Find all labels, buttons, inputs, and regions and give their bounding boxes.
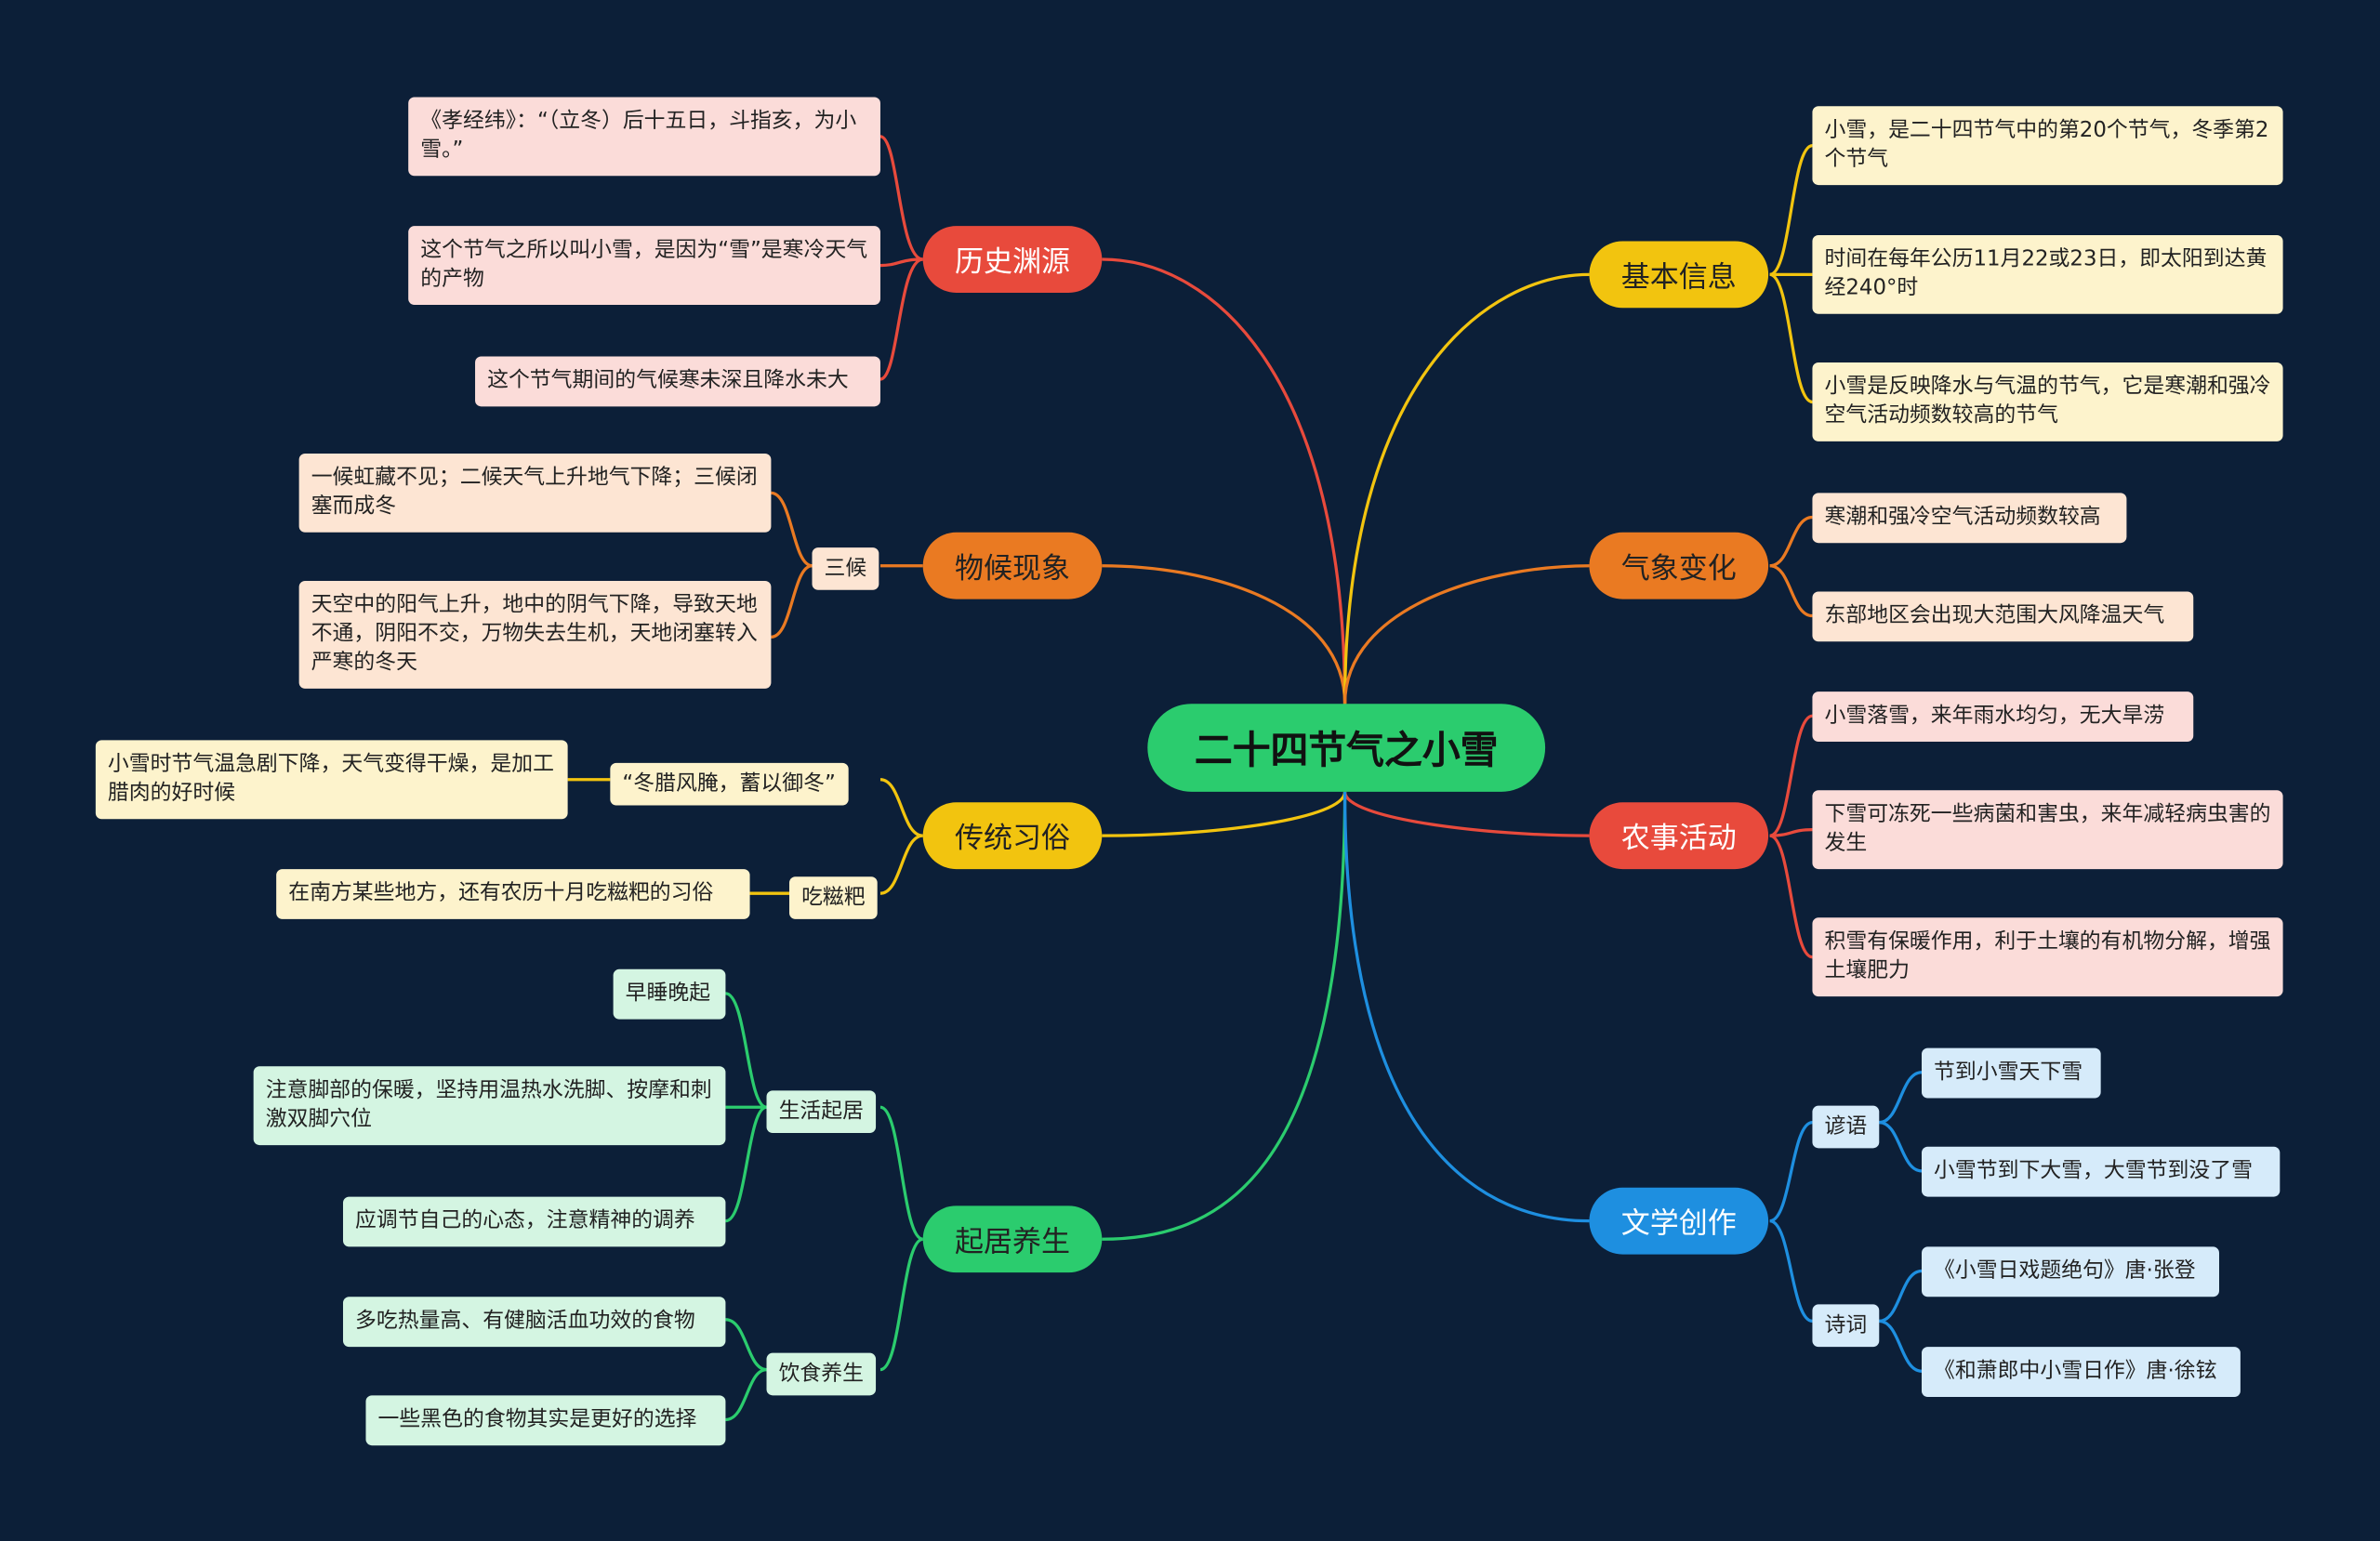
phenology-leaf[interactable]: 一候虹藏不见；二候天气上升地气下降；三候闭塞而成冬 — [298, 453, 772, 533]
branch-history[interactable]: 历史渊源 — [922, 226, 1103, 293]
customs-sub-ciba[interactable]: 吃糍粑 — [789, 876, 878, 919]
customs-leaf[interactable]: 在南方某些地方，还有农历十月吃糍粑的习俗 — [276, 869, 750, 919]
customs-leaf[interactable]: 小雪时节气温急剧下降，天气变得干燥，是加工腊肉的好时候 — [95, 740, 568, 820]
basic-leaf[interactable]: 小雪，是二十四节气中的第20个节气，冬季第2个节气 — [1812, 106, 2283, 186]
phenology-sub[interactable]: 三候 — [812, 547, 879, 590]
branch-health[interactable]: 起居养生 — [922, 1205, 1103, 1273]
branch-customs[interactable]: 传统习俗 — [922, 802, 1103, 870]
health-leaf[interactable]: 应调节自己的心态，注意精神的调养 — [342, 1196, 726, 1247]
customs-sub-saying[interactable]: “冬腊风腌，蓄以御冬” — [610, 762, 848, 806]
branch-basic[interactable]: 基本信息 — [1589, 241, 1769, 309]
basic-leaf[interactable]: 时间在每年公历11月22或23日，即太阳到达黄经240°时 — [1812, 234, 2283, 314]
weather-leaf[interactable]: 东部地区会出现大范围大风降温天气 — [1812, 591, 2194, 642]
literature-leaf[interactable]: 节到小雪天下雪 — [1921, 1047, 2101, 1099]
branch-phenology[interactable]: 物候现象 — [922, 532, 1103, 599]
branch-farming[interactable]: 农事活动 — [1589, 802, 1769, 870]
history-leaf[interactable]: 这个节气之所以叫小雪，是因为“雪”是寒冷天气的产物 — [408, 226, 880, 306]
root-topic[interactable]: 二十四节气之小雪 — [1147, 704, 1546, 792]
basic-leaf[interactable]: 小雪是反映降水与气温的节气，它是寒潮和强冷空气活动频数较高的节气 — [1812, 362, 2283, 441]
health-leaf[interactable]: 早睡晚起 — [613, 968, 726, 1020]
health-sub-diet[interactable]: 饮食养生 — [766, 1352, 877, 1396]
health-sub-living[interactable]: 生活起居 — [766, 1090, 877, 1134]
health-leaf[interactable]: 一些黑色的食物其实是更好的选择 — [365, 1395, 726, 1446]
history-leaf[interactable]: 《孝经纬》：“（立冬）后十五日，斗指亥，为小雪。” — [408, 97, 880, 177]
literature-leaf[interactable]: 《和萧郎中小雪日作》唐·徐铉 — [1921, 1347, 2241, 1397]
farming-leaf[interactable]: 小雪落雪，来年雨水均匀，无大旱涝 — [1812, 691, 2194, 742]
branch-literature[interactable]: 文学创作 — [1589, 1187, 1769, 1255]
literature-leaf[interactable]: 《小雪日戏题绝句》唐·张登 — [1921, 1246, 2220, 1297]
weather-leaf[interactable]: 寒潮和强冷空气活动频数较高 — [1812, 493, 2127, 544]
history-leaf[interactable]: 这个节气期间的气候寒未深且降水未大 — [475, 356, 880, 407]
health-leaf[interactable]: 多吃热量高、有健脑活血功效的食物 — [342, 1297, 726, 1348]
literature-sub-proverb[interactable]: 谚语 — [1812, 1105, 1880, 1149]
farming-leaf[interactable]: 下雪可冻死一些病菌和害虫，来年减轻病虫害的发生 — [1812, 790, 2283, 870]
branch-weather[interactable]: 气象变化 — [1589, 532, 1769, 599]
health-leaf[interactable]: 注意脚部的保暖，坚持用温热水洗脚、按摩和刺激双脚穴位 — [253, 1066, 726, 1146]
farming-leaf[interactable]: 积雪有保暖作用，利于土壤的有机物分解，增强土壤肥力 — [1812, 917, 2283, 997]
literature-leaf[interactable]: 小雪节到下大雪，大雪节到没了雪 — [1921, 1146, 2281, 1197]
literature-sub-poems[interactable]: 诗词 — [1812, 1304, 1880, 1348]
phenology-leaf[interactable]: 天空中的阳气上升，地中的阴气下降，导致天地不通，阴阳不交，万物失去生机，天地闭塞… — [298, 581, 772, 689]
